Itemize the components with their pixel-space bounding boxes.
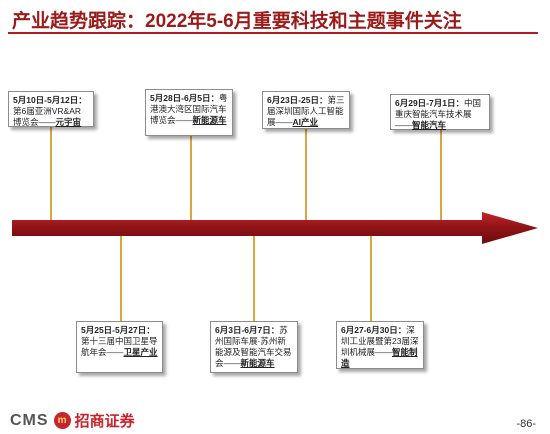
event-desc: 苏州国际车展·苏州新能源及智能汽车交易会—— [215, 325, 292, 368]
event-desc: 粤港澳大湾区国际汽车博览会—— [150, 93, 228, 125]
event-date: 6月23日-25日： [267, 95, 328, 105]
event-desc: 第十三届中国卫星导航年会—— [81, 336, 158, 357]
title-divider [8, 32, 538, 34]
merchants-logo-icon: m [53, 412, 71, 429]
event-date: 5月25日-5月27日： [81, 325, 155, 335]
event-topic: 卫星产业 [123, 347, 158, 357]
connector-line [253, 236, 255, 322]
event-topic: 新能源车 [192, 115, 227, 125]
page-title: 产业趋势跟踪：2022年5-6月重要科技和主题事件关注 [12, 11, 462, 32]
event-topic: AI产业 [292, 117, 319, 127]
event-desc: 深圳工业展暨第23届深圳机械展—— [341, 325, 419, 357]
connector-line [440, 126, 442, 220]
event-box: 6月3日-6月7日：苏州国际车展·苏州新能源及智能汽车交易会——新能源车 [210, 321, 298, 373]
cms-wordmark: CMS [10, 411, 49, 429]
brand-logo: CMS m 招商证券 [10, 410, 135, 431]
connector-line [120, 236, 122, 322]
event-topic: 新能源车 [240, 358, 275, 368]
brand-name: 招商证券 [74, 413, 135, 430]
timeline-arrow-shape [12, 212, 538, 244]
event-box: 5月28日-6月5日：粤港澳大湾区国际汽车博览会——新能源车 [145, 89, 233, 136]
event-box: 6月27-6月30日：深圳工业展暨第23届深圳机械展——智能制造 [336, 321, 424, 369]
event-box: 5月10日-5月12日：第6届亚洲VR&AR博览会——元宇宙 [8, 91, 94, 127]
event-topic: 智能汽车 [412, 120, 447, 130]
connector-line [190, 134, 192, 220]
event-date: 6月3日-6月7日： [215, 325, 280, 335]
event-desc: 第三届深圳国际人工智能展—— [267, 95, 345, 127]
event-box: 5月25日-5月27日：第十三届中国卫星导航年会——卫星产业 [76, 321, 163, 373]
event-box: 6月29日-7月1日：中国重庆智能汽车技术展——智能汽车 [390, 94, 490, 130]
event-box: 6月23日-25日：第三届深圳国际人工智能展——AI产业 [262, 91, 350, 129]
event-date: 5月28日-6月5日： [150, 93, 219, 103]
connector-line [370, 236, 372, 322]
event-topic: 元宇宙 [55, 117, 82, 127]
event-date: 6月27-6月30日： [341, 325, 407, 335]
event-desc: 中国重庆智能汽车技术展—— [395, 98, 481, 130]
connector-line [305, 126, 307, 220]
event-desc: 第6届亚洲VR&AR博览会—— [13, 106, 82, 127]
connector-line [50, 118, 52, 220]
page-number: -86- [516, 418, 536, 430]
event-topic: 智能制造 [341, 347, 418, 368]
event-date: 5月10日-5月12日： [13, 95, 87, 105]
event-date: 6月29日-7月1日： [395, 98, 464, 108]
